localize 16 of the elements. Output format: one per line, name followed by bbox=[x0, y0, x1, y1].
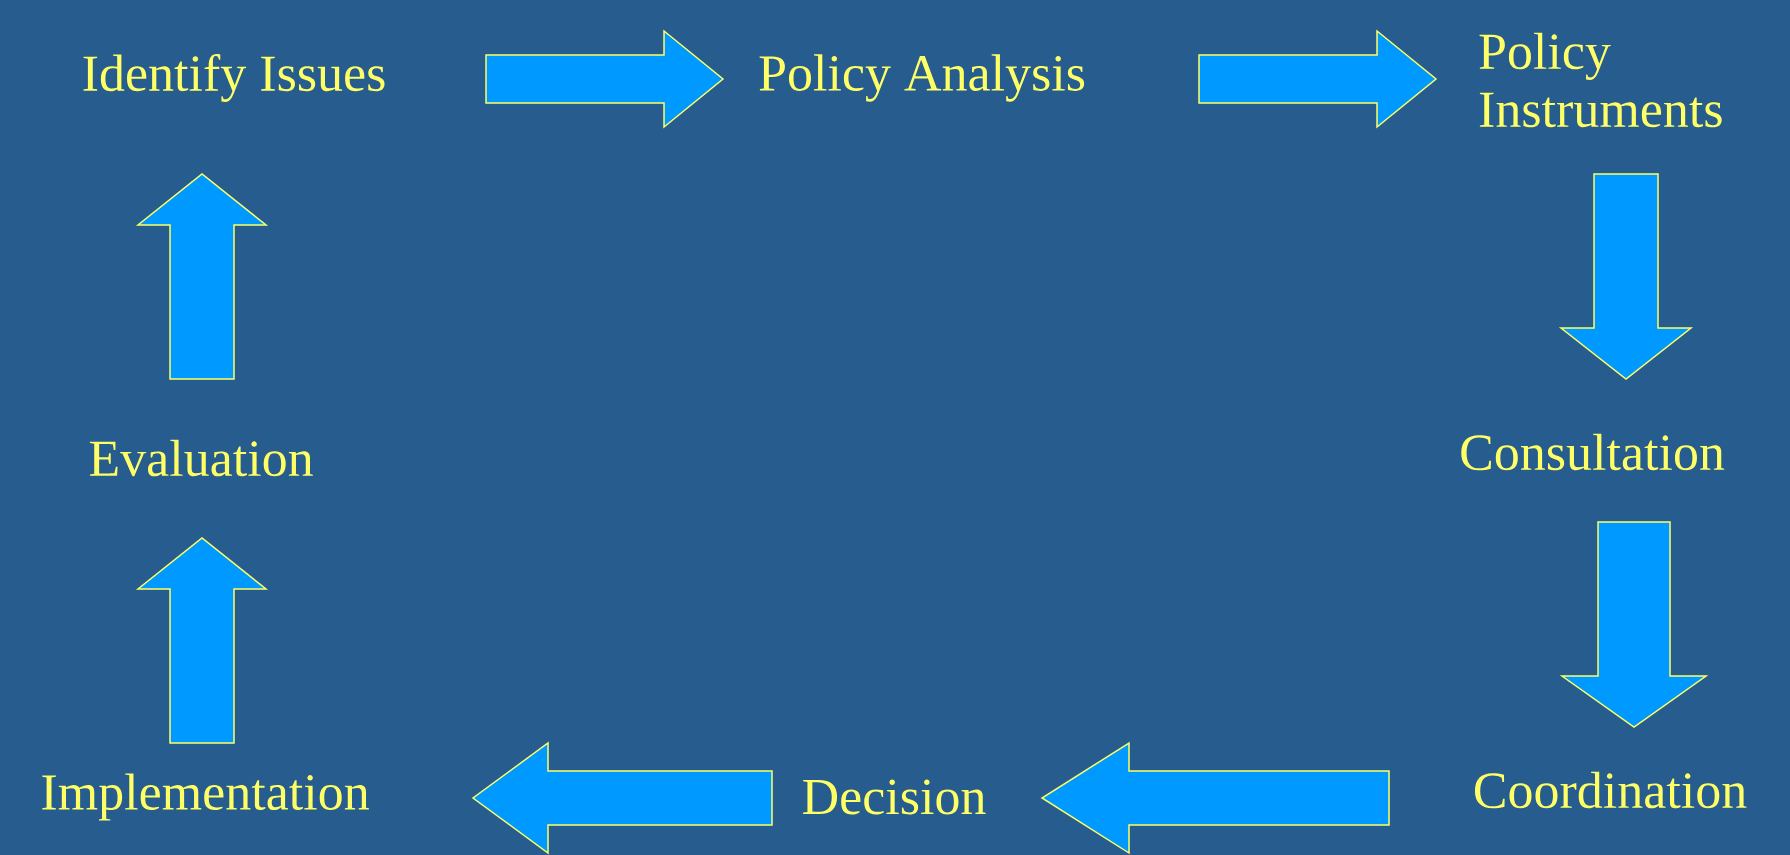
step-label: Policy Instruments bbox=[1479, 32, 1722, 128]
step-label: Decision bbox=[803, 779, 986, 815]
step-label: Coordination bbox=[1474, 771, 1747, 809]
block-arrow bbox=[1198, 29, 1438, 129]
block-arrow bbox=[135, 537, 269, 744]
block-arrow bbox=[1559, 521, 1709, 728]
block-arrow bbox=[485, 29, 725, 129]
block-arrow bbox=[135, 173, 269, 380]
step-label: Identify Issues bbox=[83, 54, 385, 102]
step-label: Consultation bbox=[1461, 433, 1725, 471]
block-arrow bbox=[1558, 173, 1694, 380]
step-label: Policy Analysis bbox=[759, 54, 1085, 102]
block-arrow bbox=[1040, 741, 1390, 855]
block-arrow bbox=[471, 741, 773, 855]
step-label: Evaluation bbox=[89, 439, 313, 477]
step-label: Implementation bbox=[42, 773, 369, 821]
